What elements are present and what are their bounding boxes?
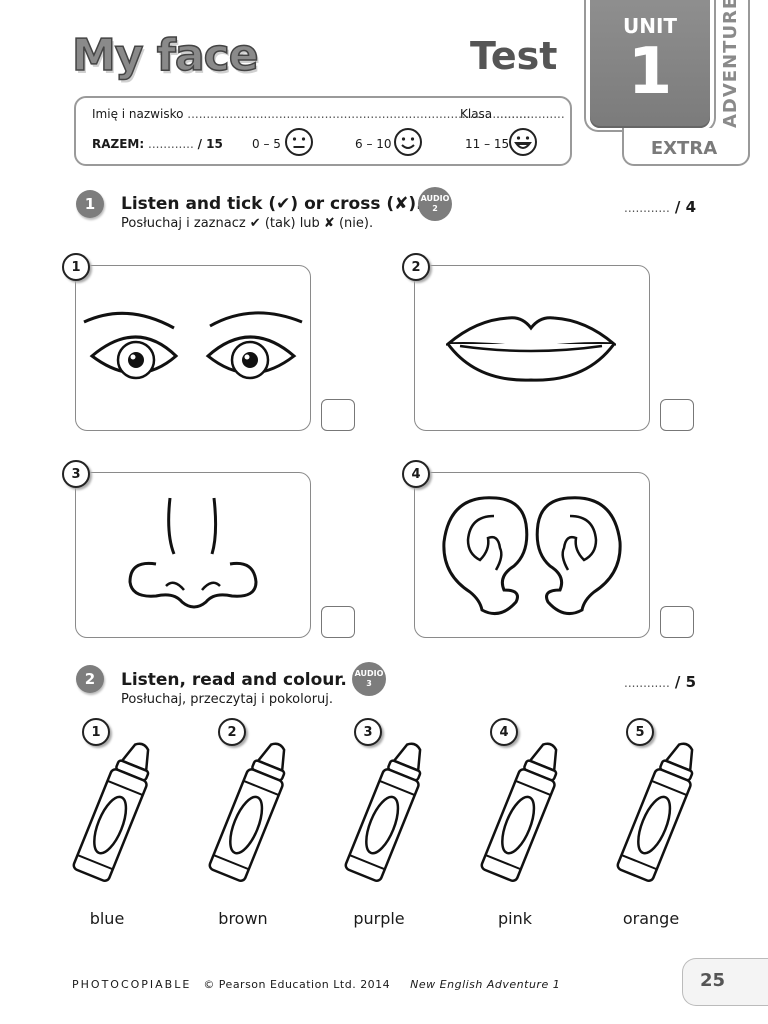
- unit-word: UNIT: [622, 14, 678, 38]
- exercise-score[interactable]: ............ / 5: [624, 672, 696, 691]
- item-number: 4: [402, 460, 430, 488]
- answer-box[interactable]: [321, 399, 355, 431]
- colour-word: brown: [218, 909, 268, 928]
- page-title: My face: [71, 29, 259, 82]
- score-max: / 4: [674, 198, 697, 216]
- crayon-icon[interactable]: [478, 738, 568, 888]
- exercise-score[interactable]: ............ / 4: [624, 197, 696, 216]
- item-number: 3: [62, 460, 90, 488]
- crayon-icon[interactable]: [614, 738, 704, 888]
- footer: PHOTOCOPIABLE © Pearson Education Ltd. 2…: [72, 978, 560, 991]
- colour-word: blue: [89, 909, 125, 928]
- extra-label: EXTRA: [650, 138, 718, 159]
- smile-face-icon: [394, 128, 422, 156]
- answer-box[interactable]: [321, 606, 355, 638]
- unit-badge: [590, 0, 710, 128]
- class-dots: ..................: [496, 107, 565, 121]
- colour-word: purple: [353, 909, 405, 928]
- answer-box[interactable]: [660, 399, 694, 431]
- item-number: 3: [354, 718, 382, 746]
- lips-icon: [446, 316, 616, 382]
- band-range: 0 – 5: [252, 137, 281, 151]
- exercise-subheading: Posłuchaj i zaznacz ✔ (tak) lub ✘ (nie).: [121, 216, 374, 231]
- neutral-face-icon: [285, 128, 313, 156]
- exercise-heading: Listen, read and colour.: [121, 670, 347, 690]
- name-label: Imię i nazwisko: [92, 107, 184, 121]
- crayon-icon[interactable]: [70, 738, 160, 888]
- audio-badge[interactable]: AUDIO 3: [352, 662, 386, 696]
- item-number: 4: [490, 718, 518, 746]
- page-number: 25: [700, 970, 726, 991]
- colour-word: pink: [497, 909, 532, 928]
- test-label: Test: [470, 34, 558, 78]
- item-number: 5: [626, 718, 654, 746]
- unit-number: 1: [627, 35, 673, 109]
- item-number: 1: [82, 718, 110, 746]
- series-label: ADVENTURE: [720, 0, 741, 128]
- total-field[interactable]: RAZEM: ............ / 15: [92, 137, 223, 151]
- crayon-icon[interactable]: [206, 738, 296, 888]
- score-dots: ............: [624, 201, 670, 215]
- answer-box[interactable]: [660, 606, 694, 638]
- photocopiable-label: PHOTOCOPIABLE: [72, 978, 192, 991]
- audio-badge[interactable]: AUDIO 2: [418, 187, 452, 221]
- picture-box: [75, 472, 311, 638]
- page-number-tab: [682, 958, 768, 1006]
- audio-word: AUDIO: [420, 194, 450, 203]
- total-max: / 15: [197, 137, 223, 151]
- colour-word: orange: [622, 909, 680, 928]
- ears-icon: [442, 496, 622, 616]
- score-max: / 5: [674, 673, 697, 691]
- audio-word: AUDIO: [354, 669, 384, 678]
- audio-number: 3: [366, 679, 372, 688]
- band-range: 6 – 10: [355, 137, 392, 151]
- copyright: © Pearson Education Ltd. 2014: [203, 978, 391, 991]
- grin-face-icon: [509, 128, 537, 156]
- item-number: 2: [218, 718, 246, 746]
- extra-tab: [622, 128, 750, 166]
- item-number: 2: [402, 253, 430, 281]
- item-number: 1: [62, 253, 90, 281]
- name-field[interactable]: Imię i nazwisko ........................…: [92, 107, 531, 121]
- class-label: Klasa: [460, 107, 493, 121]
- exercise-number: 1: [76, 190, 104, 218]
- eyes-icon: [83, 311, 303, 380]
- student-info-box: [74, 96, 572, 166]
- exercise-number: 2: [76, 665, 104, 693]
- band-range: 11 – 15: [465, 137, 510, 151]
- name-dots: ........................................…: [187, 107, 531, 121]
- crayon-icon[interactable]: [342, 738, 432, 888]
- score-dots: ............: [624, 676, 670, 690]
- exercise-subheading: Posłuchaj, przeczytaj i pokoloruj.: [121, 692, 334, 707]
- nose-icon: [128, 497, 258, 609]
- book-title: New English Adventure 1: [410, 978, 561, 991]
- audio-number: 2: [432, 204, 438, 213]
- exercise-heading: Listen and tick (✔) or cross (✘).: [121, 194, 423, 214]
- total-label: RAZEM:: [92, 137, 145, 151]
- total-dots: ............: [148, 137, 194, 151]
- class-field[interactable]: Klasa ..................: [460, 107, 565, 121]
